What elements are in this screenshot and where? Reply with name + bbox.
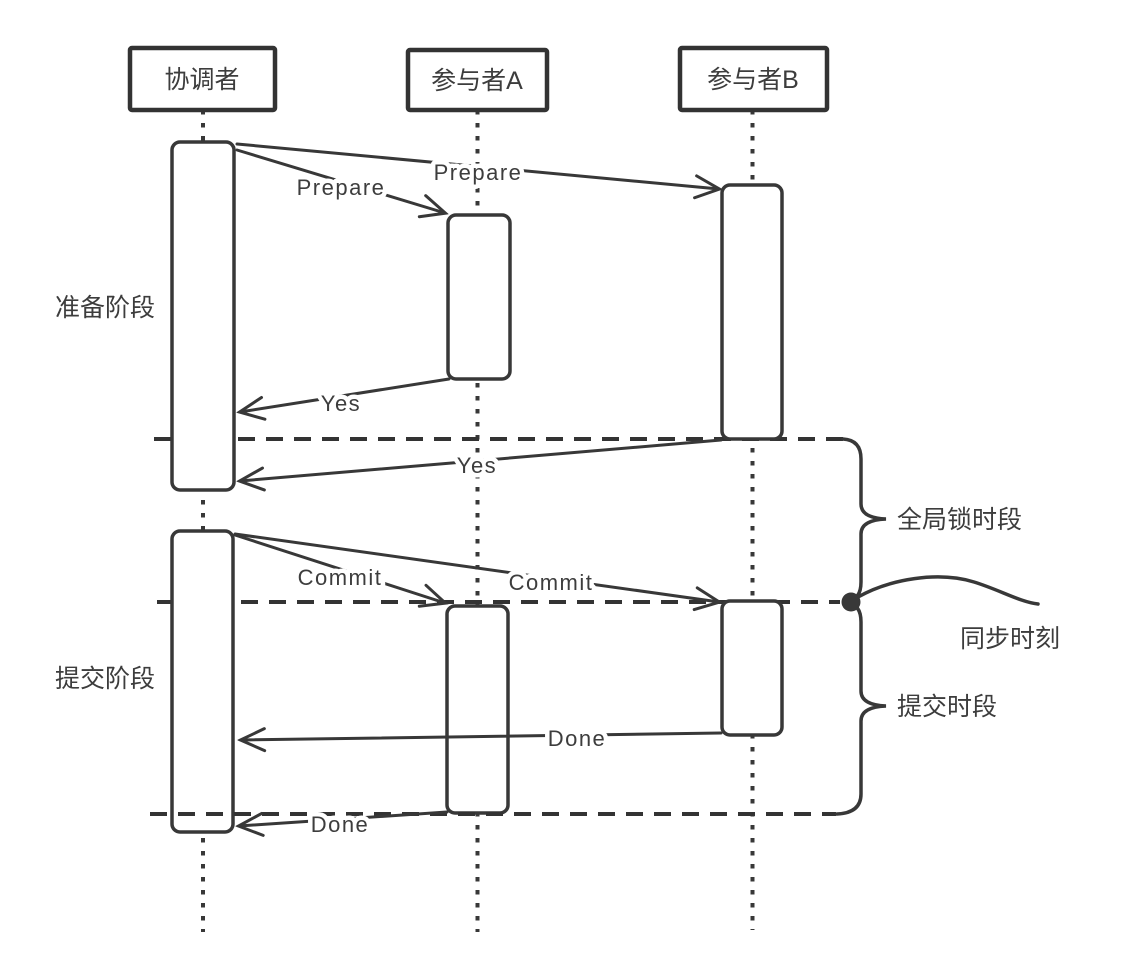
actor-box-participant-b bbox=[677, 45, 830, 113]
message-label-prepare-to-b: Prepare bbox=[434, 160, 523, 185]
actor-label-coordinator: 协调者 bbox=[164, 66, 239, 94]
brace-global-lock-period bbox=[841, 437, 887, 603]
phase-label-commit: 提交阶段 bbox=[55, 665, 155, 693]
message-label-yes-from-a: Yes bbox=[321, 391, 361, 416]
message-line-yes-from-b bbox=[240, 438, 723, 481]
message-line-yes-from-a bbox=[240, 377, 451, 412]
actor-box-coordinator bbox=[127, 45, 278, 113]
message-label-yes-from-b: Yes bbox=[457, 453, 497, 478]
annotation-sync-moment: 同步时刻 bbox=[960, 625, 1060, 653]
brace-commit-period bbox=[835, 601, 887, 816]
message-label-commit-to-b: Commit bbox=[509, 570, 594, 595]
sync-moment-dot bbox=[841, 592, 861, 612]
message-label-commit-to-a: Commit bbox=[298, 565, 383, 590]
message-line-commit-to-a bbox=[233, 533, 445, 603]
activation-bars bbox=[170, 140, 784, 834]
actor-boxes: 协调者 参与者A 参与者B bbox=[127, 45, 830, 113]
message-label-prepare-to-a: Prepare bbox=[297, 175, 386, 200]
annotation-labels: 全局锁时段 同步时刻 提交时段 bbox=[897, 506, 1060, 721]
right-annotations-graphics bbox=[835, 437, 1040, 816]
message-label-done-from-a: Done bbox=[311, 812, 370, 837]
annotation-commit-period: 提交时段 bbox=[897, 693, 997, 721]
sync-moment-curve bbox=[856, 575, 1040, 606]
message-line-prepare-to-a bbox=[235, 148, 445, 213]
actor-box-participant-a bbox=[405, 47, 550, 113]
activation-bar-coordinator-commit bbox=[170, 529, 235, 834]
actor-label-participant-b: 参与者B bbox=[707, 66, 799, 94]
phase-label-prepare: 准备阶段 bbox=[55, 294, 155, 322]
message-line-commit-to-b bbox=[233, 532, 719, 602]
activation-bar-participant-a-prepare bbox=[446, 213, 512, 381]
activation-bar-participant-a-commit bbox=[445, 604, 510, 815]
phase-labels: 准备阶段 提交阶段 bbox=[55, 294, 155, 693]
annotation-global-lock-period: 全局锁时段 bbox=[897, 506, 1022, 534]
activation-bar-participant-b-commit bbox=[720, 599, 784, 737]
activation-bar-coordinator-prepare bbox=[170, 140, 236, 492]
message-labels: Prepare Prepare Yes Yes Commit Commit Do… bbox=[292, 156, 609, 842]
actor-label-participant-a: 参与者A bbox=[431, 67, 523, 95]
messages bbox=[233, 142, 723, 826]
message-label-done-from-b: Done bbox=[548, 726, 607, 751]
message-line-prepare-to-b bbox=[235, 142, 719, 189]
message-line-done-from-b bbox=[241, 733, 723, 740]
activation-bar-participant-b-prepare bbox=[720, 183, 784, 441]
message-line-done-from-a bbox=[239, 810, 449, 826]
